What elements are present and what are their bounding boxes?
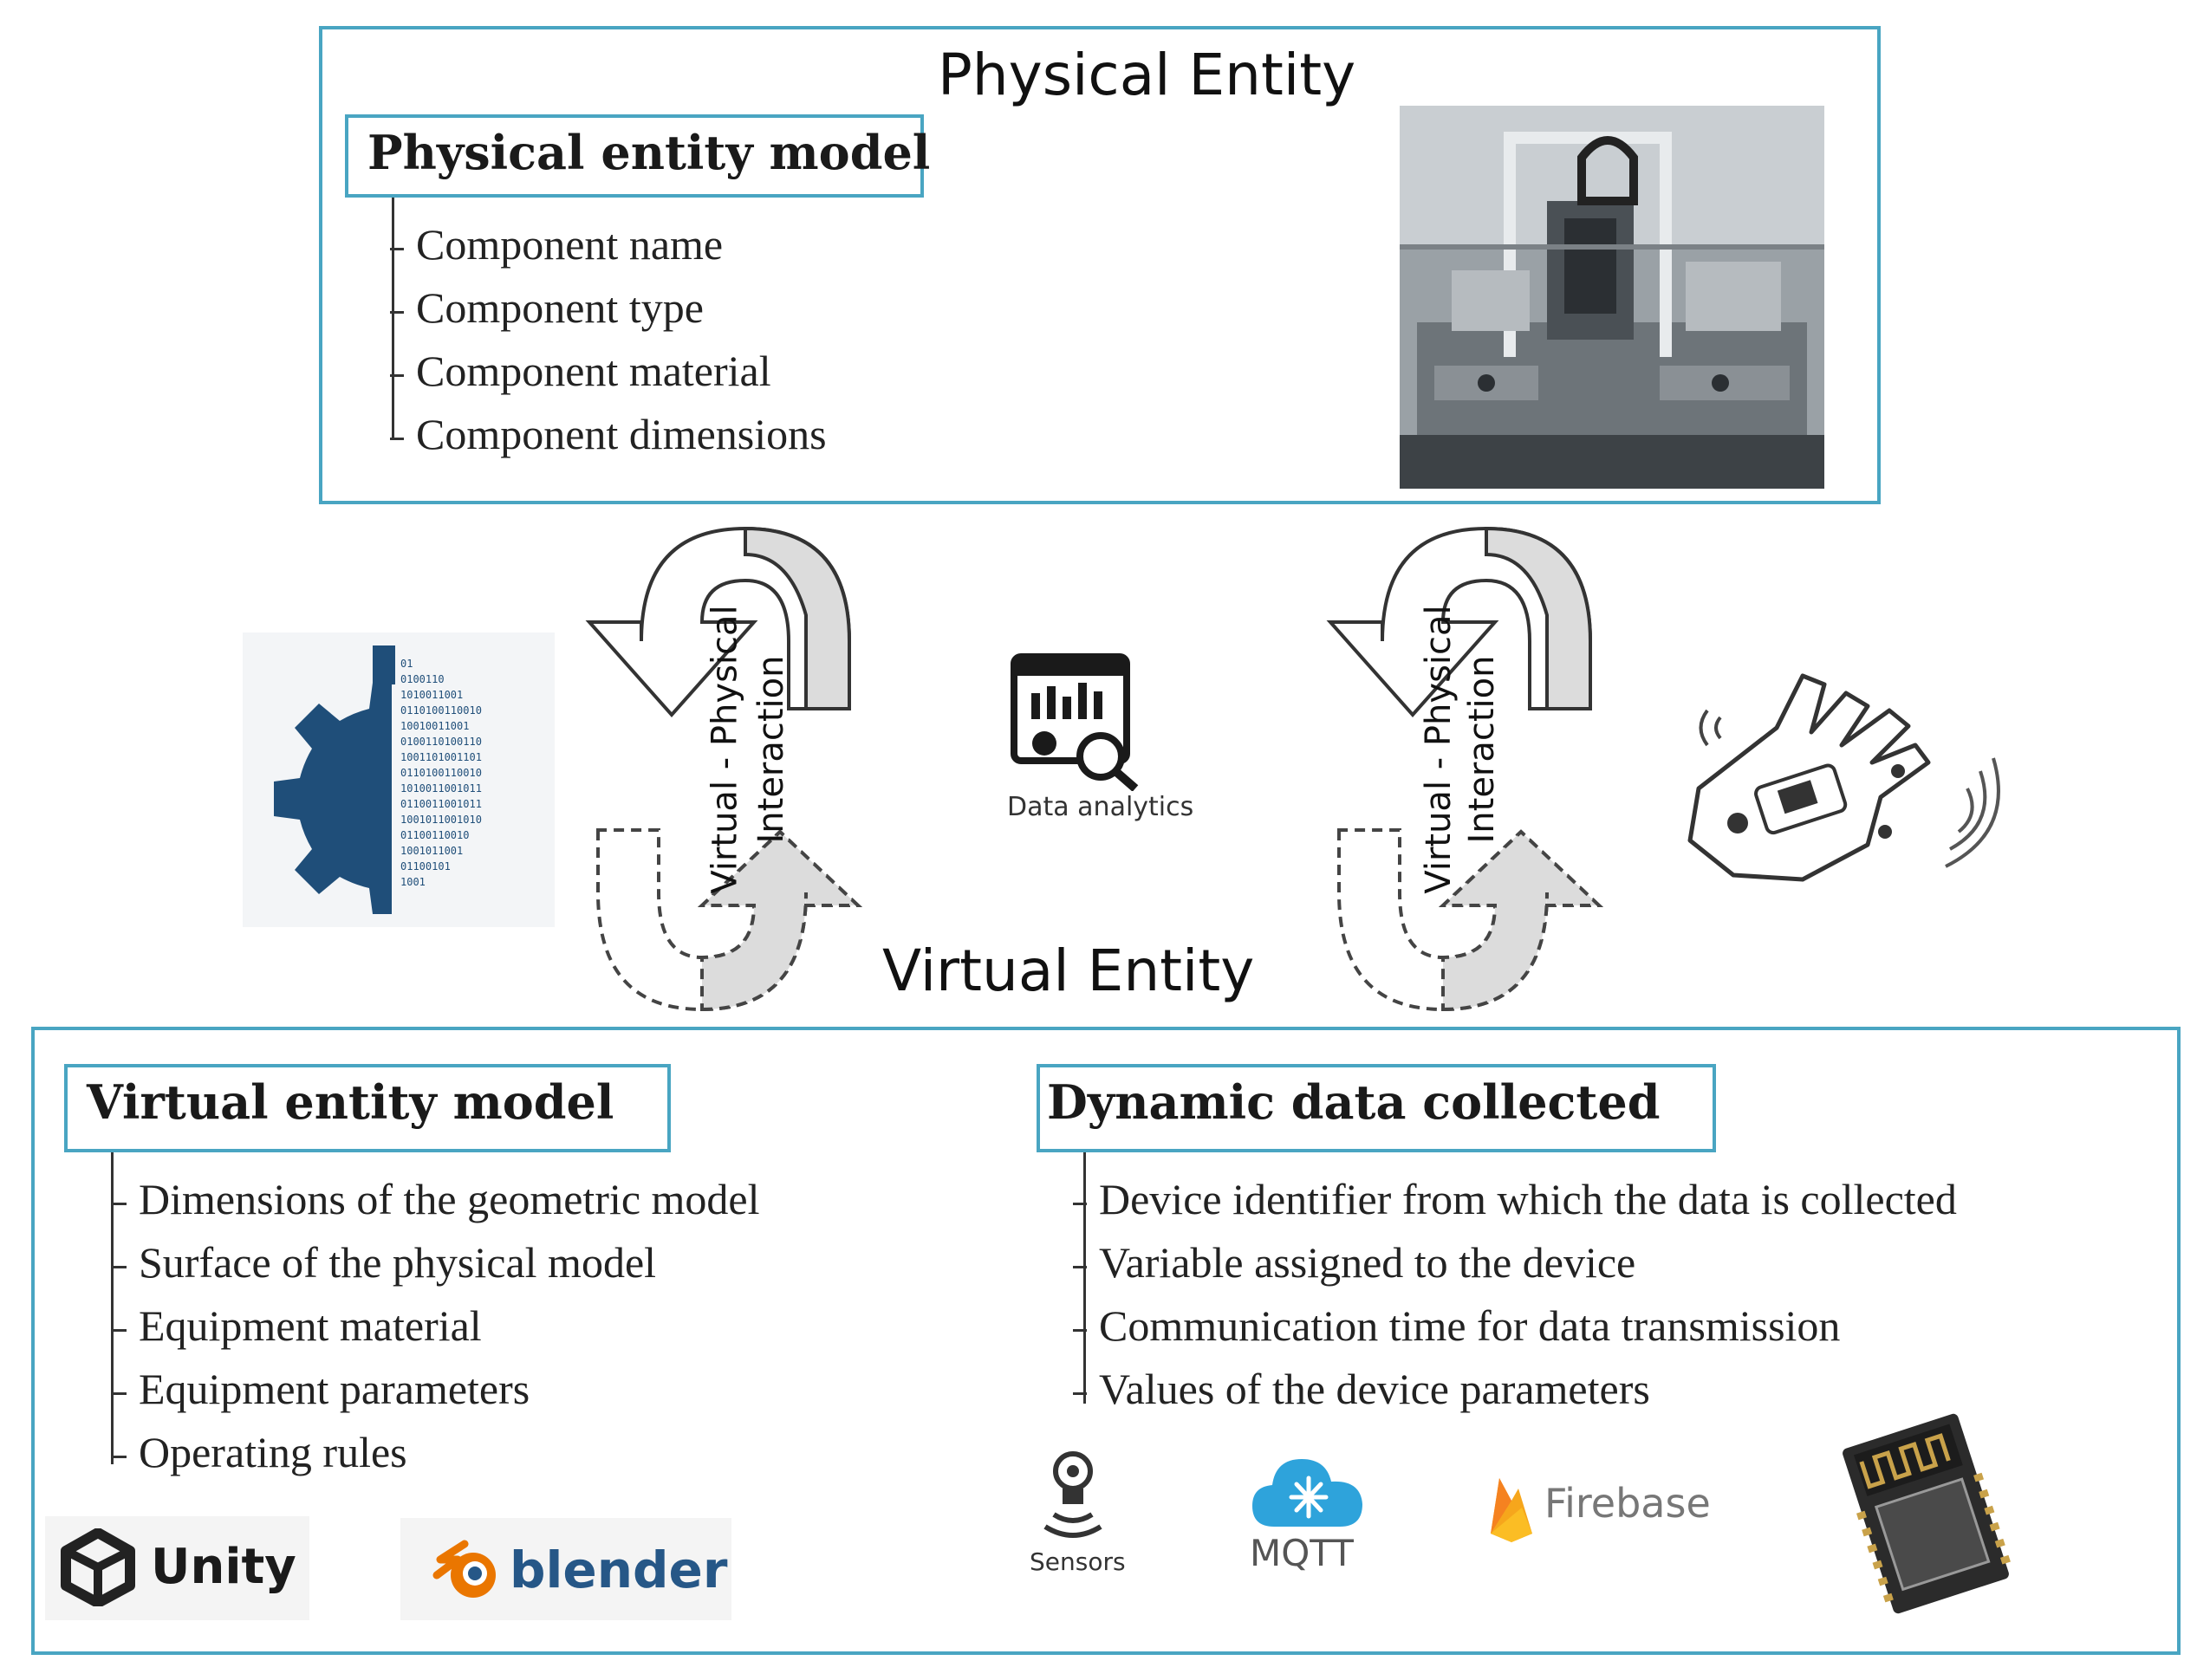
physical-item: Component type — [390, 276, 827, 340]
sensor-icon — [1043, 1451, 1102, 1538]
mqtt-label: MQTT — [1250, 1532, 1354, 1574]
dynamic-item: Values of the device parameters — [1073, 1358, 1957, 1421]
svg-text:1001011001010: 1001011001010 — [400, 814, 482, 826]
physical-tree-line — [392, 198, 394, 440]
blender-logo: blender — [400, 1518, 731, 1620]
virtual-entity-items: Dimensions of the geometric model Surfac… — [113, 1168, 760, 1484]
dynamic-data-title: Dynamic data collected — [1037, 1064, 1716, 1152]
virtual-item: Equipment material — [113, 1294, 760, 1358]
svg-text:1001101001101: 1001101001101 — [400, 751, 482, 763]
sensors-caption: Sensors — [1030, 1547, 1126, 1576]
virtual-tree-line — [111, 1152, 114, 1464]
virtual-entity-model-title: Virtual entity model — [64, 1064, 671, 1152]
interaction-cycle-arrows-left — [585, 526, 863, 1012]
dynamic-item: Communication time for data transmission — [1073, 1294, 1957, 1358]
blender-swirl-icon — [432, 1540, 496, 1598]
svg-text:1010011001011: 1010011001011 — [400, 782, 482, 795]
interaction-label-right-line1: Virtual - Physical — [1419, 605, 1459, 894]
unity-cube-icon — [61, 1528, 135, 1606]
digital-twin-gear-icon: 01 0100110 1010011001 0110100110010 1001… — [243, 632, 555, 927]
virtual-item: Dimensions of the geometric model — [113, 1168, 760, 1231]
dynamic-data-items: Device identifier from which the data is… — [1073, 1168, 1957, 1421]
esp-wifi-module-icon — [1843, 1413, 2011, 1614]
svg-text:0110011001011: 0110011001011 — [400, 798, 482, 810]
virtual-item: Surface of the physical model — [113, 1231, 760, 1294]
physical-item: Component dimensions — [390, 403, 827, 466]
physical-entity-model-title: Physical entity model — [345, 114, 930, 198]
mqtt-cloud-icon — [1252, 1459, 1362, 1527]
unity-label: Unity — [151, 1539, 296, 1595]
data-analytics-icon — [1011, 653, 1139, 791]
production-machine-image — [1400, 106, 1824, 489]
interaction-label-left-line2: Interaction — [751, 655, 791, 844]
firebase-label: Firebase — [1544, 1480, 1711, 1527]
physical-entity-items: Component name Component type Component … — [390, 213, 827, 466]
svg-text:1001: 1001 — [400, 876, 426, 888]
virtual-entity-heading: Virtual Entity — [882, 937, 1255, 1004]
virtual-item: Equipment parameters — [113, 1358, 760, 1421]
svg-text:01: 01 — [400, 658, 413, 670]
unity-logo: Unity — [45, 1516, 309, 1620]
svg-text:0110100110010: 0110100110010 — [400, 767, 482, 779]
interaction-cycle-arrows-right — [1326, 526, 1604, 1012]
firebase-flame-icon — [1491, 1478, 1532, 1542]
dynamic-item: Variable assigned to the device — [1073, 1231, 1957, 1294]
svg-text:0100110100110: 0100110100110 — [400, 736, 482, 748]
data-analytics-caption: Data analytics — [1007, 792, 1194, 822]
svg-text:1001011001: 1001011001 — [400, 845, 463, 857]
svg-text:01100101: 01100101 — [400, 860, 451, 872]
virtual-entity-frame — [31, 1027, 2181, 1655]
dynamic-tree-line — [1083, 1152, 1086, 1404]
svg-text:1010011001: 1010011001 — [400, 689, 463, 701]
blender-label: blender — [510, 1541, 728, 1599]
svg-text:01100110010: 01100110010 — [400, 829, 469, 841]
virtual-item: Operating rules — [113, 1421, 760, 1484]
svg-text:0100110: 0100110 — [400, 673, 445, 685]
physical-item: Component name — [390, 213, 827, 276]
svg-text:10010011001: 10010011001 — [400, 720, 469, 732]
physical-item: Component material — [390, 340, 827, 403]
interaction-label-right-line2: Interaction — [1462, 655, 1502, 844]
smart-glove-icon — [1687, 673, 2000, 882]
interaction-label-left-line1: Virtual - Physical — [705, 605, 745, 894]
dynamic-item: Device identifier from which the data is… — [1073, 1168, 1957, 1231]
physical-entity-frame — [319, 26, 1881, 504]
svg-text:0110100110010: 0110100110010 — [400, 704, 482, 717]
physical-entity-heading: Physical Entity — [938, 42, 1356, 108]
